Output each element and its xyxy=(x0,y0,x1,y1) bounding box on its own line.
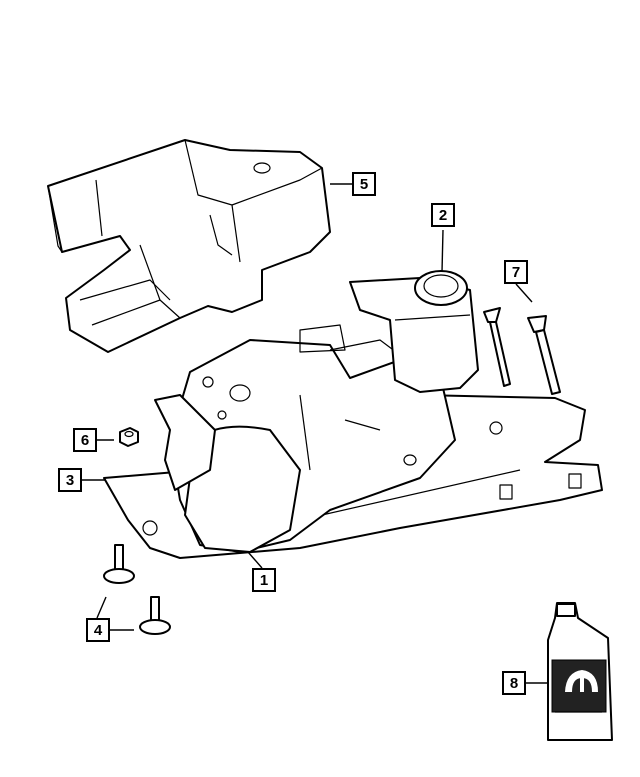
bolts-part xyxy=(483,307,561,395)
callout-4: 4 xyxy=(86,618,110,642)
callout-3: 3 xyxy=(58,468,82,492)
callout-6: 6 xyxy=(73,428,97,452)
callout-1: 1 xyxy=(252,568,276,592)
reservoir-part xyxy=(349,270,479,393)
isolator-part xyxy=(103,544,171,635)
cover-shield-part xyxy=(47,139,331,353)
mopar-logo-icon xyxy=(565,670,598,692)
nut-part xyxy=(119,427,139,447)
callout-2: 2 xyxy=(431,203,455,227)
fluid-bottle-part xyxy=(547,602,613,741)
callout-5: 5 xyxy=(352,172,376,196)
callout-8: 8 xyxy=(502,671,526,695)
pump-assembly-part xyxy=(154,324,456,553)
leader-lines xyxy=(82,183,548,684)
callout-7: 7 xyxy=(504,260,528,284)
